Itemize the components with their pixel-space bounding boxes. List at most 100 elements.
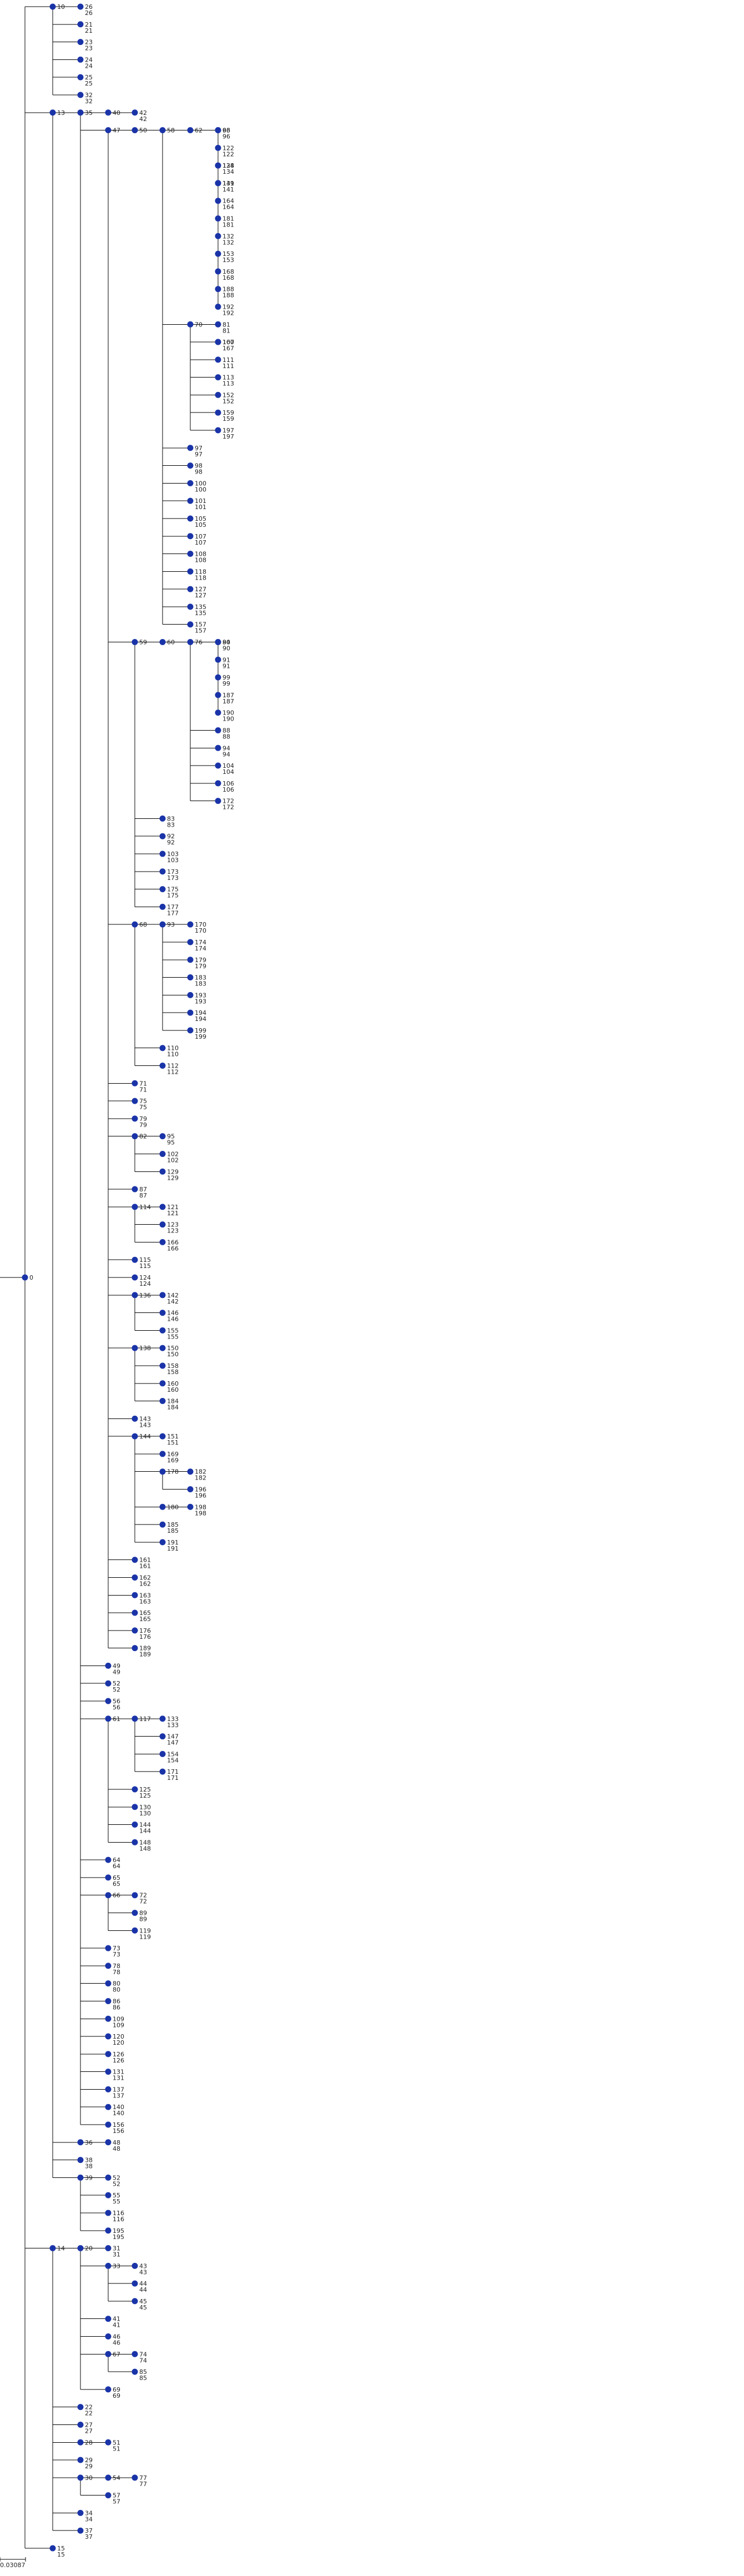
node-marker-91[interactable] <box>215 656 221 663</box>
node-marker-52[interactable] <box>105 2174 112 2181</box>
node-marker-82[interactable] <box>131 1133 138 1140</box>
node-marker-58[interactable] <box>159 127 166 134</box>
node-marker-131[interactable] <box>105 2069 112 2075</box>
node-marker-28[interactable] <box>77 2439 84 2446</box>
node-marker-59[interactable] <box>131 639 138 645</box>
node-marker-35[interactable] <box>77 109 84 116</box>
node-marker-50[interactable] <box>131 127 138 134</box>
node-marker-101[interactable] <box>187 497 194 504</box>
node-marker-157[interactable] <box>187 621 194 628</box>
node-marker-130[interactable] <box>131 1804 138 1810</box>
node-marker-70[interactable] <box>187 321 194 328</box>
node-marker-20[interactable] <box>77 2245 84 2252</box>
node-marker-10[interactable] <box>49 3 56 10</box>
node-marker-176[interactable] <box>131 1627 138 1634</box>
node-marker-49[interactable] <box>105 1662 112 1669</box>
node-marker-76[interactable] <box>187 639 194 645</box>
node-marker-187[interactable] <box>215 692 221 698</box>
node-marker-164[interactable] <box>215 198 221 204</box>
node-marker-139[interactable] <box>215 180 221 187</box>
node-marker-183[interactable] <box>187 974 194 981</box>
node-marker-48[interactable] <box>105 2139 112 2146</box>
node-marker-94[interactable] <box>215 744 221 751</box>
node-marker-119[interactable] <box>131 1927 138 1934</box>
node-marker-192[interactable] <box>215 303 221 310</box>
node-marker-56[interactable] <box>105 1698 112 1704</box>
node-marker-54[interactable] <box>105 2474 112 2481</box>
node-marker-138[interactable] <box>131 1345 138 1351</box>
node-marker-38[interactable] <box>77 2157 84 2164</box>
node-marker-160[interactable] <box>159 1380 166 1387</box>
node-marker-89[interactable] <box>131 1910 138 1916</box>
node-marker-73[interactable] <box>105 1945 112 1951</box>
node-marker-129[interactable] <box>159 1168 166 1175</box>
node-marker-136[interactable] <box>131 1292 138 1299</box>
node-marker-95[interactable] <box>159 1133 166 1140</box>
node-marker-181[interactable] <box>215 215 221 222</box>
node-marker-78[interactable] <box>105 1963 112 1969</box>
node-marker-114[interactable] <box>131 1204 138 1210</box>
node-marker-26[interactable] <box>77 3 84 10</box>
node-marker-123[interactable] <box>159 1221 166 1228</box>
node-marker-102[interactable] <box>159 1150 166 1157</box>
node-marker-57[interactable] <box>105 2492 112 2499</box>
node-marker-22[interactable] <box>77 2404 84 2411</box>
node-marker-88[interactable] <box>215 727 221 733</box>
node-marker-189[interactable] <box>131 1645 138 1652</box>
node-marker-169[interactable] <box>159 1451 166 1457</box>
node-marker-179[interactable] <box>187 957 194 963</box>
node-marker-61[interactable] <box>105 1715 112 1722</box>
node-marker-126[interactable] <box>105 2051 112 2057</box>
node-marker-125[interactable] <box>131 1786 138 1793</box>
node-marker-133[interactable] <box>159 1715 166 1722</box>
node-marker-198[interactable] <box>187 1503 194 1510</box>
node-marker-14[interactable] <box>49 2245 56 2252</box>
node-marker-142[interactable] <box>159 1292 166 1299</box>
node-marker-150[interactable] <box>159 1345 166 1351</box>
node-marker-99[interactable] <box>215 674 221 681</box>
node-marker-121[interactable] <box>159 1204 166 1210</box>
node-marker-86[interactable] <box>105 1998 112 2004</box>
node-marker-146[interactable] <box>159 1310 166 1316</box>
node-marker-44[interactable] <box>131 2280 138 2287</box>
node-marker-37[interactable] <box>77 2527 84 2534</box>
node-marker-83[interactable] <box>159 815 166 822</box>
node-marker-135[interactable] <box>187 603 194 610</box>
node-marker-103[interactable] <box>159 851 166 857</box>
node-marker-36[interactable] <box>77 2139 84 2146</box>
node-marker-174[interactable] <box>187 939 194 945</box>
node-marker-156[interactable] <box>105 2121 112 2128</box>
node-marker-65[interactable] <box>105 1874 112 1881</box>
node-marker-40[interactable] <box>105 109 112 116</box>
node-marker-84[interactable] <box>215 639 221 645</box>
node-marker-151[interactable] <box>159 1433 166 1440</box>
node-marker-185[interactable] <box>159 1521 166 1528</box>
node-marker-77[interactable] <box>131 2474 138 2481</box>
node-marker-193[interactable] <box>187 992 194 998</box>
node-marker-118[interactable] <box>187 568 194 575</box>
node-marker-87[interactable] <box>131 1186 138 1193</box>
node-marker-100[interactable] <box>215 339 221 345</box>
node-marker-41[interactable] <box>105 2316 112 2322</box>
node-marker-39[interactable] <box>77 2174 84 2181</box>
node-marker-93[interactable] <box>159 921 166 928</box>
node-marker-64[interactable] <box>105 1856 112 1863</box>
node-marker-27[interactable] <box>77 2421 84 2428</box>
node-marker-143[interactable] <box>131 1415 138 1422</box>
node-marker-47[interactable] <box>105 127 112 134</box>
node-marker-74[interactable] <box>131 2351 138 2357</box>
node-marker-144[interactable] <box>131 1822 138 1828</box>
node-marker-98[interactable] <box>187 462 194 469</box>
node-marker-173[interactable] <box>159 868 166 875</box>
node-marker-180[interactable] <box>159 1503 166 1510</box>
node-marker-60[interactable] <box>159 639 166 645</box>
node-marker-196[interactable] <box>187 1486 194 1492</box>
node-marker-85[interactable] <box>131 2368 138 2375</box>
node-marker-71[interactable] <box>131 1080 138 1086</box>
node-marker-25[interactable] <box>77 74 84 80</box>
node-marker-109[interactable] <box>105 2015 112 2022</box>
node-marker-31[interactable] <box>105 2245 112 2252</box>
node-marker-155[interactable] <box>159 1327 166 1334</box>
node-marker-128[interactable] <box>215 162 221 169</box>
node-marker-80[interactable] <box>105 1980 112 1987</box>
